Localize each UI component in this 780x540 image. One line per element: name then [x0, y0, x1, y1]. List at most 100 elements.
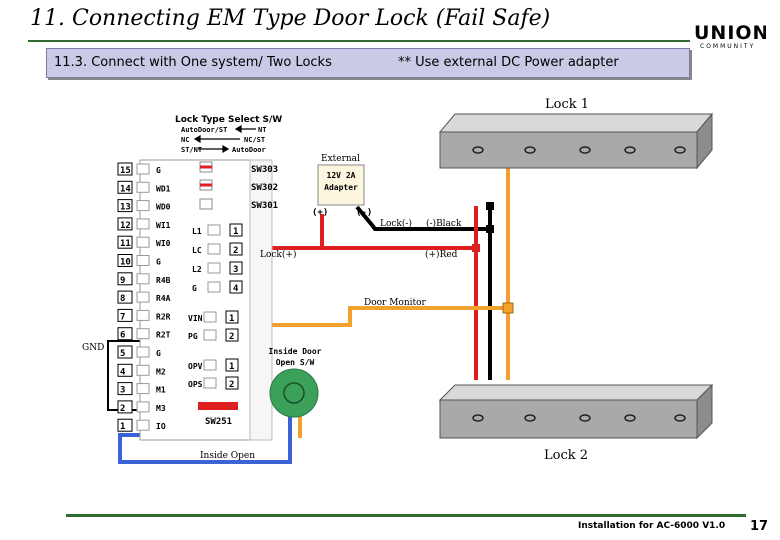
- block-terminal-label: L1: [192, 227, 202, 236]
- page-number: 17: [750, 519, 769, 534]
- inside-switch-label-box: Inside Door Open S/W: [268, 347, 322, 367]
- door-monitor-label: Door Monitor: [364, 298, 427, 308]
- block-terminal-num-box: [225, 328, 239, 342]
- switch-legend: AutoDoor/ST NC ST/NT NT NC/ST AutoDoor: [181, 126, 266, 154]
- terminal-screw[interactable]: [136, 364, 150, 376]
- terminal-num-box: [117, 180, 133, 194]
- terminal-screw[interactable]: [136, 218, 150, 230]
- block-terminal-screw[interactable]: [207, 262, 221, 274]
- block-terminal-label: OPV: [188, 362, 203, 371]
- terminal-num-box: [117, 254, 133, 267]
- power-note: ** Use external DC Power adapter: [398, 55, 619, 70]
- black-wire-label: (-)Black: [426, 218, 462, 229]
- legend-left-2: NC: [181, 136, 189, 144]
- block-terminal-number: 4: [233, 284, 239, 294]
- block-terminal-label: PG: [188, 332, 198, 341]
- terminal-screw[interactable]: [136, 273, 150, 285]
- union-logo: UNION: [694, 22, 766, 44]
- terminal-screw[interactable]: [136, 181, 150, 193]
- terminal-number: 6: [120, 331, 125, 341]
- adapter-plus-label: (+): [312, 208, 328, 218]
- terminal-number: 11: [120, 239, 131, 249]
- terminal-num-box: [117, 217, 133, 231]
- terminal-num-box: [117, 272, 133, 286]
- terminal-screw[interactable]: [136, 383, 150, 395]
- dip-switch-302[interactable]: [199, 179, 213, 191]
- terminal-label: G: [156, 258, 161, 267]
- inside-switch-label: Inside Door Open S/W: [268, 347, 322, 367]
- block-terminal-number: 2: [233, 246, 238, 256]
- terminal-num-box: [117, 235, 133, 249]
- adapter-label-box: 12V 2A Adapter: [324, 171, 358, 192]
- terminal-screw[interactable]: [136, 255, 150, 266]
- terminal-screw[interactable]: [136, 309, 150, 321]
- block-terminal-num-box: [225, 358, 239, 372]
- lock-1-label: Lock 1: [545, 97, 589, 112]
- block-terminal-num-box: [225, 376, 239, 390]
- controller-board: [139, 159, 251, 441]
- terminal-label: G: [156, 166, 161, 175]
- block-terminal-screw[interactable]: [203, 377, 217, 389]
- terminal-number: 4: [120, 367, 126, 377]
- terminal-num-box: [117, 199, 133, 213]
- terminal-screw[interactable]: [136, 236, 150, 248]
- terminal-screw[interactable]: [136, 328, 150, 340]
- block-terminal-label: G: [192, 284, 197, 293]
- sw251-button[interactable]: [198, 402, 238, 410]
- block-terminal-screw[interactable]: [203, 311, 217, 323]
- brand-name: UNION: [694, 22, 766, 44]
- sw251-label: SW251: [205, 417, 232, 427]
- block-terminal-number: 1: [233, 227, 238, 237]
- page-title: 11. Connecting EM Type Door Lock (Fail S…: [30, 6, 551, 31]
- dip-switch-303[interactable]: [199, 161, 213, 173]
- switch-label-301: SW301: [251, 201, 278, 211]
- terminal-num-box: [117, 308, 133, 322]
- legend-arrows: [193, 124, 256, 154]
- block-terminal-screw[interactable]: [207, 243, 221, 255]
- terminal-label: IO: [156, 422, 166, 431]
- terminal-label: M3: [156, 404, 166, 413]
- terminal-label: R2R: [156, 312, 171, 321]
- block-terminal-screw[interactable]: [207, 224, 221, 236]
- brand-subtitle: COMMUNITY: [700, 43, 756, 50]
- subtitle-banner: [46, 48, 690, 78]
- block-terminal-num-box: [229, 223, 243, 237]
- block-terminal-label: OPS: [188, 380, 203, 389]
- block-terminal-label: VIN: [188, 314, 203, 323]
- block-terminal-screw[interactable]: [203, 329, 217, 341]
- terminal-number: 12: [120, 221, 131, 231]
- terminal-label: WD0: [156, 203, 171, 212]
- controller-board-right: [249, 159, 273, 441]
- block-terminal-num-box: [229, 261, 243, 275]
- negative-wire: [355, 205, 492, 380]
- inside-open-switch[interactable]: [269, 368, 319, 418]
- terminal-screw[interactable]: [136, 419, 150, 431]
- terminal-number: 9: [120, 276, 125, 286]
- terminal-num-box: [117, 327, 133, 341]
- inside-open-wire: [118, 412, 292, 464]
- block-terminal-screw[interactable]: [203, 359, 217, 371]
- terminal-screw[interactable]: [136, 163, 150, 175]
- terminal-label: R4B: [156, 276, 171, 285]
- terminal-label: M2: [156, 367, 166, 376]
- terminal-screw[interactable]: [136, 291, 150, 303]
- lock-1: [438, 112, 714, 170]
- dip-switch-301[interactable]: [199, 198, 213, 210]
- block-terminal-number: 3: [233, 265, 238, 275]
- terminal-screw[interactable]: [136, 200, 150, 212]
- block-terminal-screw[interactable]: [207, 281, 221, 293]
- footer-text: Installation for AC-6000 V1.0: [578, 521, 726, 531]
- terminal-num-box: [117, 162, 133, 176]
- block-terminal-number: 2: [229, 332, 234, 342]
- terminal-label: R4A: [156, 294, 171, 303]
- terminal-screw[interactable]: [136, 346, 150, 358]
- terminal-num-box: [117, 290, 133, 304]
- terminal-num-box: [117, 400, 133, 414]
- legend-left-1: AutoDoor/ST: [181, 126, 227, 134]
- terminal-screw[interactable]: [136, 401, 150, 413]
- block-terminal-num-box: [229, 280, 243, 294]
